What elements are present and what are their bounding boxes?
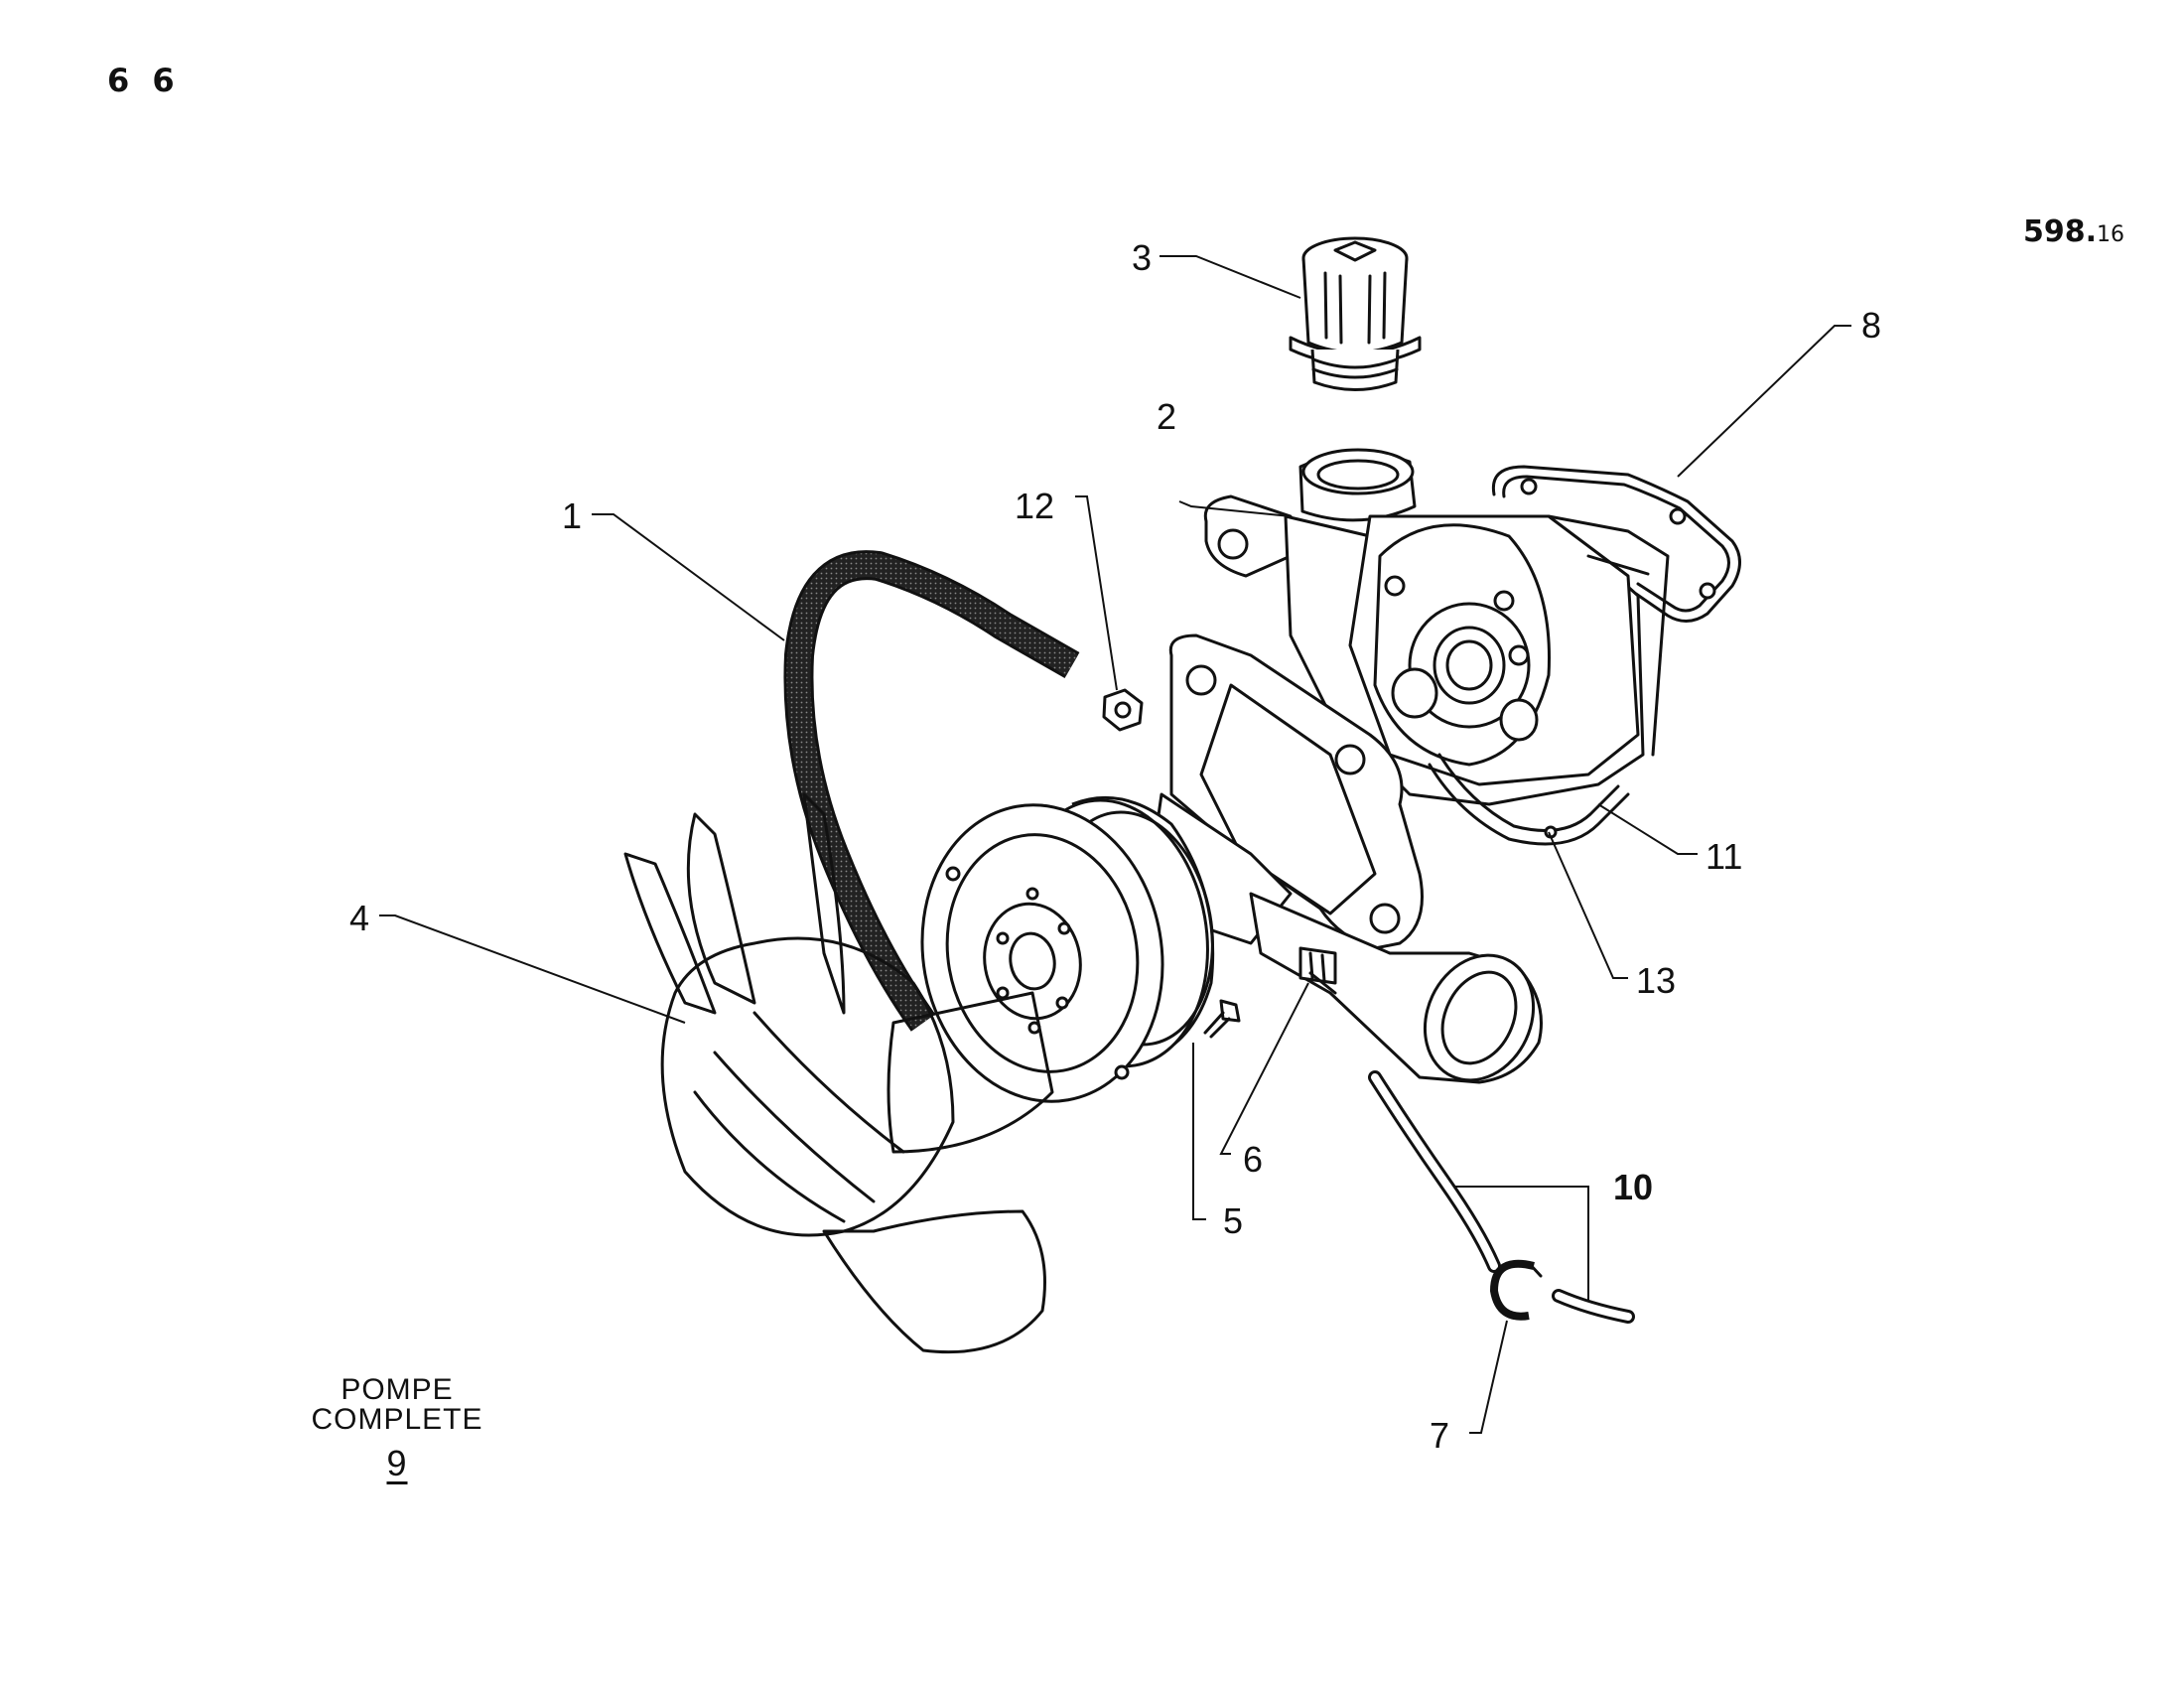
part-7-hose-clip <box>1489 1259 1543 1321</box>
part-1-fan-belt <box>783 550 1080 1032</box>
part-8-gasket <box>1491 465 1741 623</box>
drawing-reference-sub: 16 <box>2097 222 2125 247</box>
callout-13: 13 <box>1636 960 1676 1001</box>
callout-10: 10 <box>1613 1167 1653 1207</box>
callout-12: 12 <box>1015 486 1054 526</box>
caption-line-1: POMPE <box>341 1373 454 1406</box>
callout-1: 1 <box>562 495 582 536</box>
callout-5: 5 <box>1223 1200 1243 1241</box>
callout-2: 2 <box>1157 396 1176 437</box>
callout-8: 8 <box>1861 305 1881 346</box>
callout-7: 7 <box>1430 1415 1449 1456</box>
part-5-bolt <box>1203 999 1241 1039</box>
assembly-caption: POMPE COMPLETE 9 <box>298 1375 496 1481</box>
part-4-fan <box>623 792 1054 1354</box>
part-3-cap <box>1289 236 1422 391</box>
leader-lines <box>379 255 1851 1434</box>
drawing-reference: 598.16 <box>2023 214 2124 249</box>
callout-11: 11 <box>1706 836 1742 877</box>
callout-4: 4 <box>349 898 369 938</box>
callout-6: 6 <box>1243 1139 1263 1180</box>
page-number: 6 6 <box>107 62 181 99</box>
pump-front-housing <box>1150 633 1543 1084</box>
part-11-13-plate-gasket <box>1428 753 1630 846</box>
part-10-hose <box>1368 1070 1635 1324</box>
pulley <box>920 795 1215 1103</box>
part-12-nut <box>1102 688 1144 732</box>
drawing-reference-main: 598. <box>2023 214 2098 249</box>
part-2-pump-body <box>1203 448 1670 806</box>
caption-part-number: 9 <box>386 1443 408 1483</box>
callout-3: 3 <box>1132 237 1152 278</box>
part-6-bolt <box>1308 971 1337 995</box>
caption-line-2: COMPLETE <box>311 1403 483 1436</box>
